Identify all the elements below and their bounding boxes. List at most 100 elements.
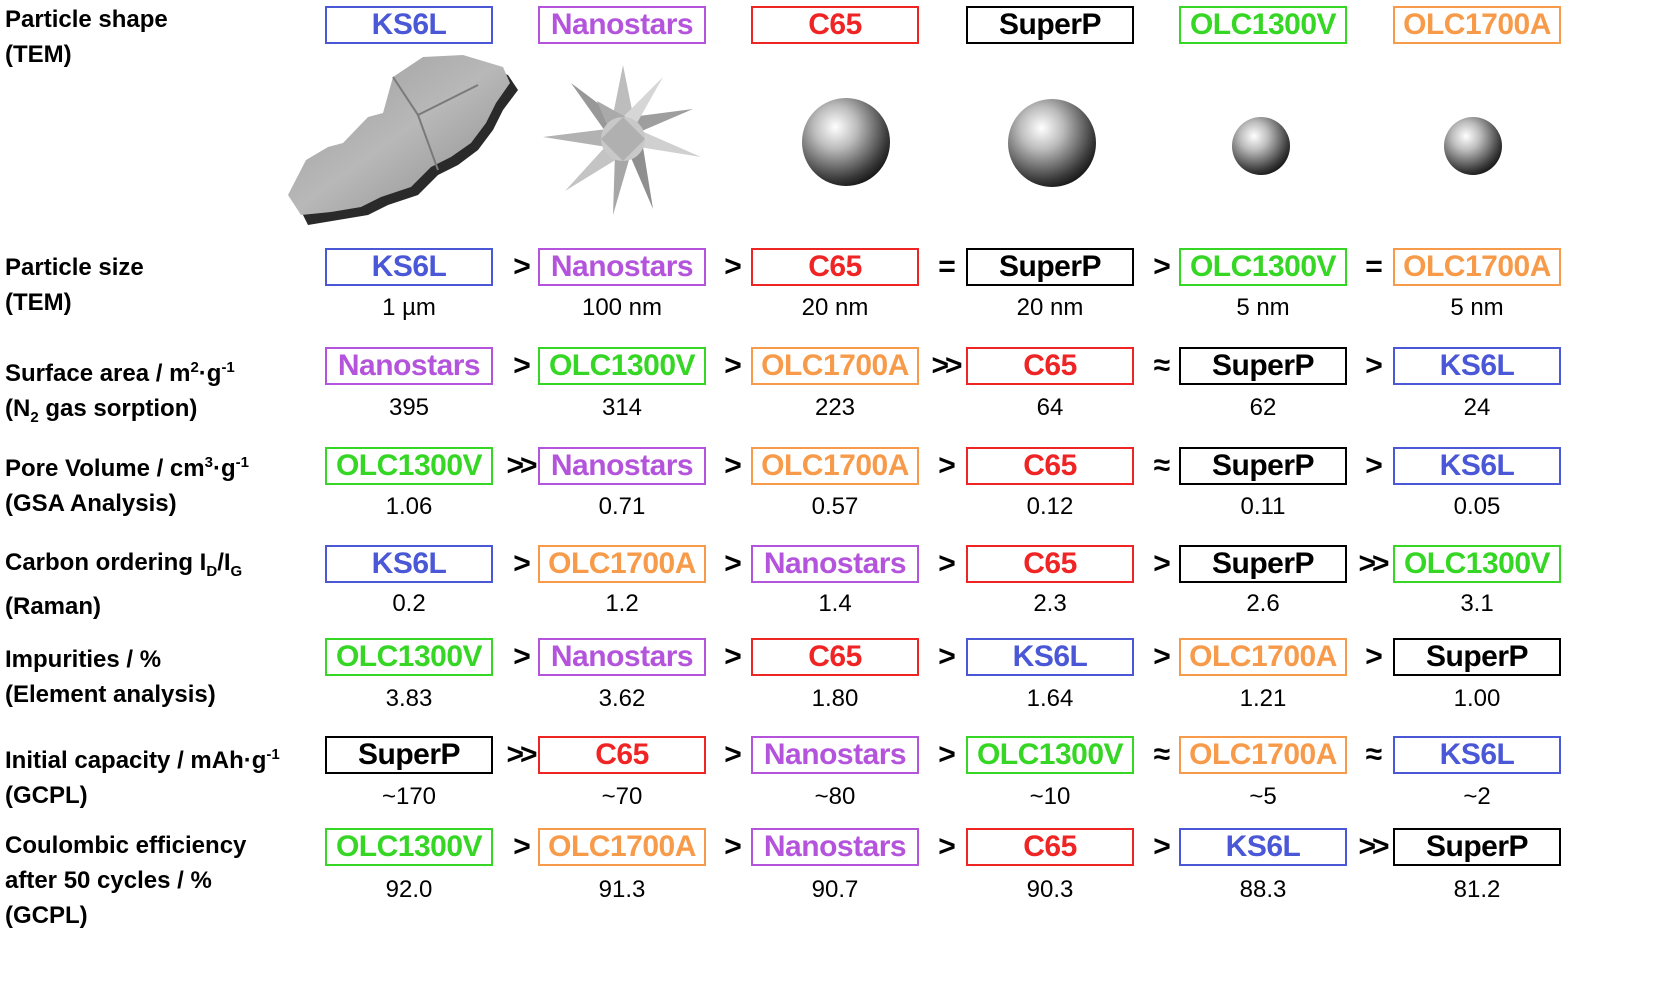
property-value: 0.71 <box>598 493 646 520</box>
property-value: ~70 <box>601 783 643 810</box>
material-box-c65: C65 <box>538 736 706 774</box>
property-value: 64 <box>1036 394 1064 421</box>
property-value: 1.80 <box>811 685 859 712</box>
relation-sign: ≈ <box>1153 449 1170 482</box>
relation-sign: > <box>938 640 956 673</box>
material-box-nanostars: Nanostars <box>538 6 706 44</box>
property-value: 5 nm <box>1236 294 1290 321</box>
relation-sign: = <box>1365 250 1383 283</box>
property-value: 91.3 <box>598 876 646 903</box>
property-value: 1.64 <box>1026 685 1074 712</box>
material-box-superp: SuperP <box>966 6 1134 44</box>
property-value: 3.62 <box>598 685 646 712</box>
label-particle-shape: Particle shape(TEM) <box>5 6 168 68</box>
relation-sign: ≈ <box>1365 738 1382 771</box>
property-value: 20 nm <box>801 294 869 321</box>
relation-sign: > <box>938 449 956 482</box>
material-box-olc1700a: OLC1700A <box>1179 736 1347 774</box>
material-box-superp: SuperP <box>966 248 1134 286</box>
property-value: 20 nm <box>1016 294 1084 321</box>
material-box-nanostars: Nanostars <box>538 447 706 485</box>
label-impurities: Impurities / %(Element analysis) <box>5 646 216 708</box>
property-value: 1 µm <box>382 294 436 321</box>
material-box-superp: SuperP <box>1179 447 1347 485</box>
superp-sphere-illustration <box>1008 99 1096 187</box>
relation-sign: > <box>1365 349 1383 382</box>
property-value: 88.3 <box>1239 876 1287 903</box>
material-box-olc1300v: OLC1300V <box>966 736 1134 774</box>
nanostars-illustration <box>543 65 701 215</box>
property-value: 0.2 <box>392 590 426 617</box>
property-value: ~80 <box>814 783 856 810</box>
relation-sign: >> <box>1358 547 1389 580</box>
relation-sign: > <box>938 830 956 863</box>
property-value: 2.3 <box>1033 590 1067 617</box>
material-box-olc1300v: OLC1300V <box>325 828 493 866</box>
relation-sign: > <box>724 640 742 673</box>
material-box-nanostars: Nanostars <box>538 248 706 286</box>
material-box-c65: C65 <box>966 545 1134 583</box>
property-value: 223 <box>814 394 856 421</box>
material-box-c65: C65 <box>751 248 919 286</box>
relation-sign: >> <box>1358 830 1389 863</box>
material-box-c65: C65 <box>751 638 919 676</box>
relation-sign: > <box>724 738 742 771</box>
property-value: 24 <box>1463 394 1491 421</box>
relation-sign: > <box>1365 449 1383 482</box>
relation-sign: > <box>1365 640 1383 673</box>
material-box-superp: SuperP <box>1179 545 1347 583</box>
material-box-olc1700a: OLC1700A <box>538 545 706 583</box>
property-value: 5 nm <box>1450 294 1504 321</box>
relation-sign: > <box>1153 830 1171 863</box>
material-box-olc1300v: OLC1300V <box>325 447 493 485</box>
property-value: ~5 <box>1249 783 1277 810</box>
material-box-olc1300v: OLC1300V <box>1179 6 1347 44</box>
relation-sign: >> <box>506 449 537 482</box>
relation-sign: > <box>513 349 531 382</box>
relation-sign: > <box>724 830 742 863</box>
relation-sign: > <box>724 250 742 283</box>
material-box-c65: C65 <box>751 6 919 44</box>
material-box-superp: SuperP <box>1393 638 1561 676</box>
material-box-superp: SuperP <box>1179 347 1347 385</box>
relation-sign: ≈ <box>1153 349 1170 382</box>
relation-sign: > <box>724 547 742 580</box>
relation-sign: >> <box>931 349 962 382</box>
material-box-olc1300v: OLC1300V <box>1179 248 1347 286</box>
olc1700a-sphere-illustration <box>1444 117 1502 175</box>
relation-sign: > <box>1153 640 1171 673</box>
property-value: 2.6 <box>1246 590 1280 617</box>
property-value: 1.00 <box>1453 685 1501 712</box>
material-box-olc1700a: OLC1700A <box>751 347 919 385</box>
relation-sign: > <box>513 640 531 673</box>
property-value: 3.83 <box>385 685 433 712</box>
label-carbon-ordering: Carbon ordering ID/IG (Raman) <box>5 549 243 620</box>
material-box-olc1300v: OLC1300V <box>1393 545 1561 583</box>
relation-sign: > <box>724 449 742 482</box>
property-value: 0.05 <box>1453 493 1501 520</box>
material-box-c65: C65 <box>966 347 1134 385</box>
material-box-ks6l: KS6L <box>1393 736 1561 774</box>
property-value: ~2 <box>1463 783 1491 810</box>
property-value: 1.4 <box>818 590 852 617</box>
material-box-olc1700a: OLC1700A <box>1393 248 1561 286</box>
material-box-olc1300v: OLC1300V <box>538 347 706 385</box>
material-box-ks6l: KS6L <box>325 6 493 44</box>
material-box-olc1700a: OLC1700A <box>1393 6 1561 44</box>
property-value: 1.2 <box>605 590 639 617</box>
property-value: 0.11 <box>1240 493 1286 520</box>
property-value: ~10 <box>1029 783 1071 810</box>
property-value: 0.12 <box>1026 493 1074 520</box>
relation-sign: > <box>513 830 531 863</box>
property-value: 1.06 <box>385 493 433 520</box>
relation-sign: > <box>938 738 956 771</box>
material-box-ks6l: KS6L <box>1179 828 1347 866</box>
material-box-nanostars: Nanostars <box>538 638 706 676</box>
property-value: 100 nm <box>581 294 663 321</box>
material-box-c65: C65 <box>966 828 1134 866</box>
property-value: ~170 <box>381 783 437 810</box>
label-pore-volume: Pore Volume / cm3·g-1 (GSA Analysis) <box>5 454 249 517</box>
label-initial-capacity: Initial capacity / mAh·g-1 (GCPL) <box>5 746 280 809</box>
property-value: 0.57 <box>811 493 859 520</box>
